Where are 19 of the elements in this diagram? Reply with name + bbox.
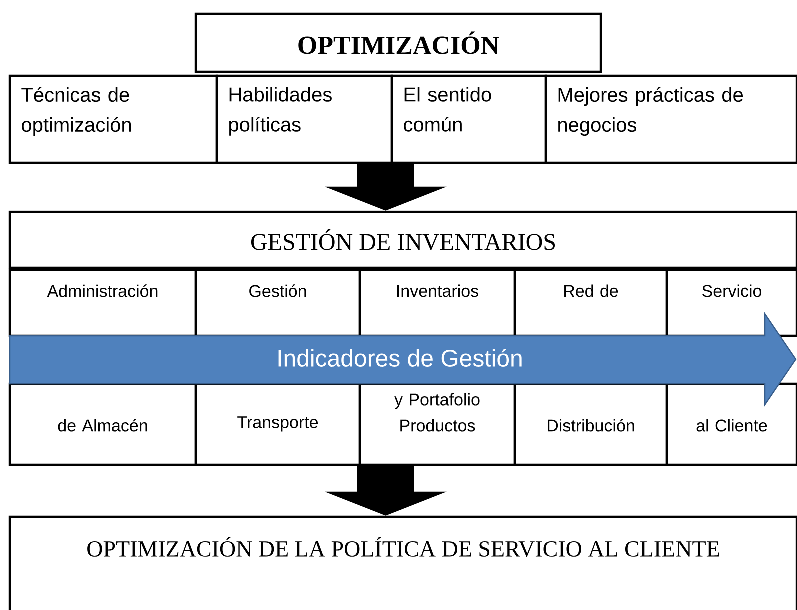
table-cell: Servicio	[666, 268, 797, 338]
table-cell: al Cliente	[666, 382, 797, 466]
table-cell: Administración	[8, 268, 198, 338]
heading-box: OPTIMIZACIÓN DE LA POLÍTICA DE SERVICIO AL CLIENTE	[8, 516, 797, 610]
table-cell: Mejores prácticas de negocios	[544, 74, 797, 164]
table-cell: Gestión	[194, 268, 362, 338]
table-cell: Técnicas de optimización	[8, 74, 218, 164]
table-cell: Distribución	[514, 382, 668, 466]
table-cell: y Portafolio Productos	[358, 382, 516, 466]
block-arrow	[324, 164, 447, 211]
table-cell: Transporte	[194, 382, 362, 466]
heading-box: GESTIÓN DE INVENTARIOS	[8, 210, 797, 270]
block-arrow	[324, 466, 447, 516]
table-cell: de Almacén	[8, 382, 198, 466]
table-cell: Inventarios	[358, 268, 516, 338]
table-cell: Habilidades políticas	[216, 74, 394, 164]
title-box: OPTIMIZACIÓN	[194, 12, 602, 74]
table-cell: Red de	[514, 268, 668, 338]
table-cell: El sentido común	[390, 74, 548, 164]
